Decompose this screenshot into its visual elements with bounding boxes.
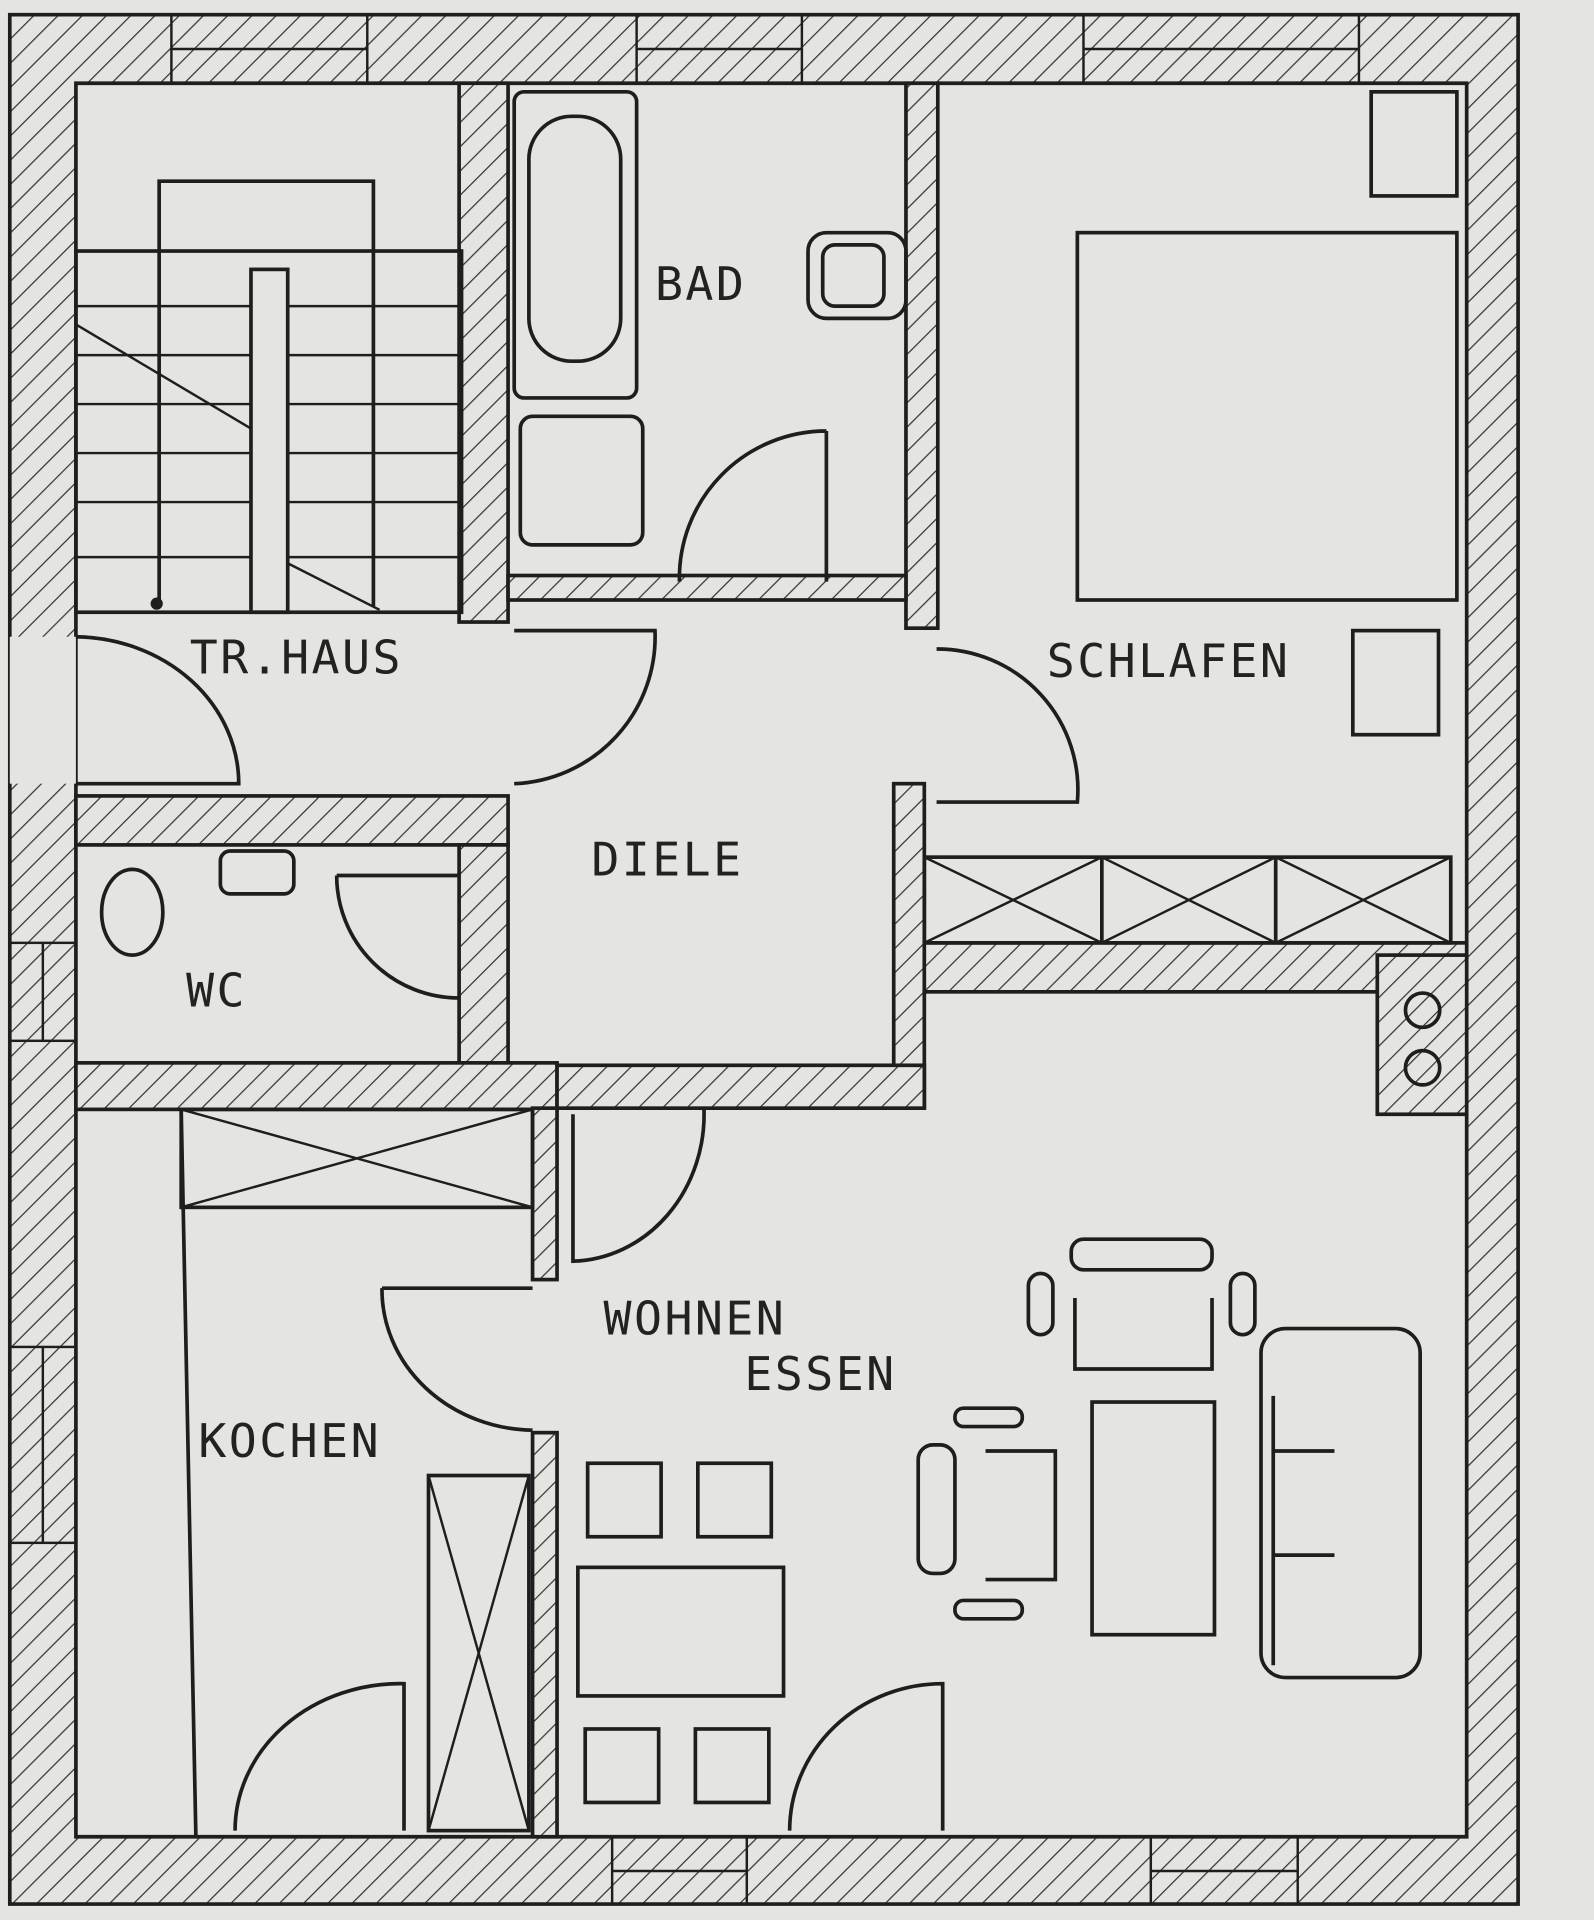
wc-fixtures <box>99 849 296 957</box>
staircase <box>74 179 464 615</box>
living-furniture <box>576 1237 1422 1805</box>
label-living: WOHNEN <box>604 1292 787 1346</box>
label-dining: ESSEN <box>744 1347 896 1401</box>
exterior-walls <box>7 12 1520 1906</box>
doors <box>75 429 1080 1831</box>
bath-fixtures <box>512 90 1459 737</box>
label-hall: DIELE <box>591 833 743 887</box>
label-kitchen: KOCHEN <box>198 1414 381 1468</box>
label-bath: BAD <box>655 257 746 311</box>
interior-walls <box>74 81 1469 1839</box>
wardrobes <box>179 855 1453 1837</box>
label-wc: WC <box>186 964 247 1018</box>
label-stairwell: TR.HAUS <box>190 630 403 684</box>
label-bedroom: SCHLAFEN <box>1047 634 1291 688</box>
